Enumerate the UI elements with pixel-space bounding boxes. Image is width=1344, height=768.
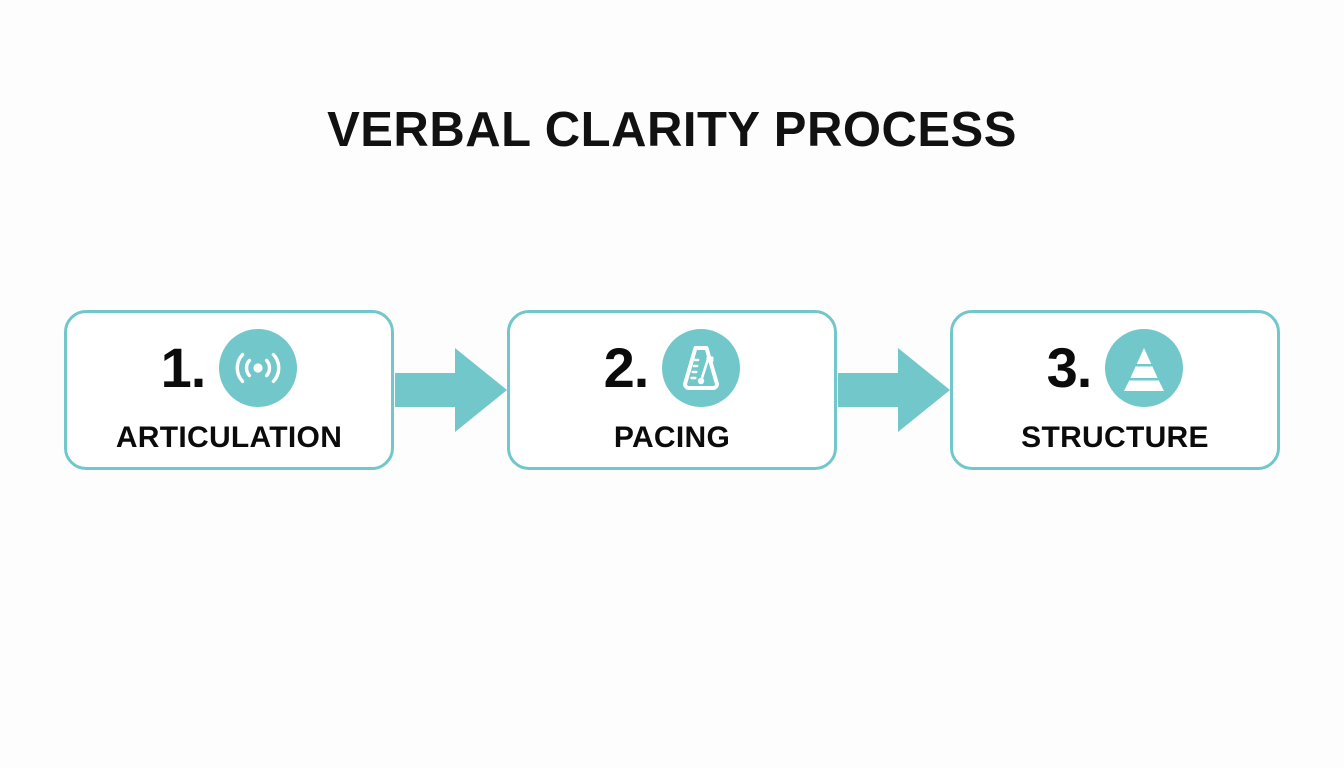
step-number-1: 1. [160,336,207,399]
arrow-right-icon-1 [394,348,507,432]
step-label-2: PACING [613,421,731,454]
sound-wave-icon [219,329,298,407]
step-card-3-header: 3. [953,329,1277,407]
process-flow: 1. ARTICULATION 2. [64,309,1280,471]
arrow-right-icon-2 [837,348,950,432]
step-number-2: 2. [603,336,650,399]
step-card-3[interactable]: 3. STRUCTURE [950,310,1280,470]
step-label-1: ARTICULATION [115,421,343,454]
pyramid-icon [1105,329,1184,407]
step-number-3: 3. [1046,336,1093,399]
step-card-1[interactable]: 1. ARTICULATION [64,310,394,470]
step-card-1-header: 1. [67,329,391,407]
step-card-2[interactable]: 2. PACING [507,310,837,470]
step-card-2-header: 2. [510,329,834,407]
step-label-3: STRUCTURE [1021,421,1209,454]
page-title: VERBAL CLARITY PROCESS [327,103,1017,157]
metronome-icon [662,329,741,407]
